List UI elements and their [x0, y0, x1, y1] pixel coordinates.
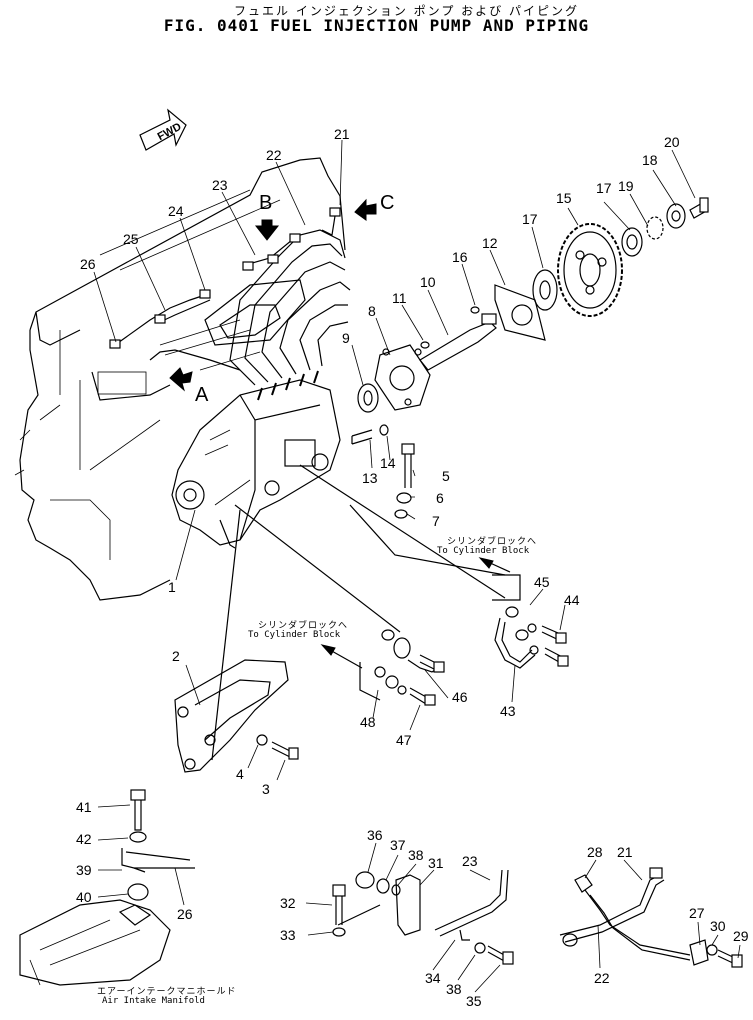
part-callout: 35	[466, 993, 482, 1009]
view-c-label: C	[380, 192, 395, 214]
part-callout: 11	[392, 290, 407, 306]
part-callout: 18	[642, 152, 658, 168]
part-callout: 23	[462, 853, 478, 869]
part-callout: 25	[123, 231, 139, 247]
right-pipe-detail	[559, 867, 743, 968]
part-callout: 19	[618, 178, 634, 194]
part-callout: 42	[76, 831, 92, 847]
view-a-label: A	[195, 384, 209, 406]
part-callout: 24	[168, 203, 184, 219]
part-callout: 21	[617, 844, 633, 860]
part-callout: 3	[262, 781, 270, 797]
part-callout: 48	[360, 714, 376, 730]
part-callout: 9	[342, 330, 350, 346]
return-pipe-group	[234, 464, 569, 669]
part-callout: 1	[168, 579, 176, 595]
part-callout: 15	[556, 190, 572, 206]
part-callout: 5	[442, 468, 450, 484]
part-callout: 30	[710, 918, 726, 934]
part-callout: 27	[689, 905, 705, 921]
part-callout: 8	[368, 303, 376, 319]
part-callout: 22	[594, 970, 610, 986]
part-callout: 40	[76, 889, 92, 905]
part-callout: 38	[446, 981, 462, 997]
part-callout: 39	[76, 862, 92, 878]
part-callout: 36	[367, 827, 383, 843]
part-callout: 41	[76, 799, 92, 815]
part-callout: 17	[596, 180, 612, 196]
part-callout: 23	[212, 177, 228, 193]
drive-gear	[557, 197, 709, 317]
view-c-arrow	[354, 198, 377, 221]
part-callout: 43	[500, 703, 516, 719]
part-callout: 26	[177, 906, 193, 922]
part-callout: 33	[280, 927, 296, 943]
view-b-label: B	[259, 192, 273, 214]
part-callout: 2	[172, 648, 180, 664]
part-callout: 10	[420, 274, 436, 290]
part-callout: 14	[380, 455, 396, 471]
title-japanese: フュエル インジェクション ポンプ および パイピング	[234, 4, 579, 18]
callout-leaders	[93, 139, 741, 993]
part-callout: 21	[334, 126, 350, 142]
figure-title: FIG. 0401 FUEL INJECTION PUMP AND PIPING	[163, 16, 590, 35]
part-callout: 20	[664, 134, 680, 150]
manifold-detail	[19, 789, 195, 986]
part-callout: 13	[362, 470, 378, 486]
part-callout: 37	[390, 837, 406, 853]
note-manifold-jp: エアーインテークマニホールド	[97, 987, 237, 997]
cylinder-head-detail	[159, 279, 306, 371]
note-cylinder-block-jp: シリンダブロックへ	[447, 537, 538, 547]
leader-arrows	[320, 557, 511, 669]
fuel-lines	[109, 207, 341, 371]
part-callout: 22	[266, 147, 282, 163]
bracket-fittings	[359, 629, 445, 706]
part-callout: 28	[587, 844, 603, 860]
part-callout: 7	[432, 513, 440, 529]
note-cylinder-block-2-en: To Cylinder Block	[248, 630, 341, 640]
drive-assembly	[351, 269, 558, 445]
part-callout: 45	[534, 574, 550, 590]
pump-bracket	[174, 509, 299, 773]
part-callout: 29	[733, 928, 749, 944]
lower-pipe-detail	[332, 869, 514, 965]
part-callout: 31	[428, 855, 444, 871]
injection-pipes	[229, 229, 351, 386]
part-callout: 4	[236, 766, 244, 782]
view-a-arrow	[169, 367, 193, 392]
fwd-arrow	[139, 108, 187, 151]
injection-pump	[171, 370, 341, 549]
part-callout: 17	[522, 211, 538, 227]
note-cylinder-block-en: To Cylinder Block	[437, 546, 530, 556]
part-callout: 6	[436, 490, 444, 506]
part-callout: 34	[425, 970, 441, 986]
part-callout: 26	[80, 256, 96, 272]
engine-block-outline	[14, 157, 346, 601]
note-cylinder-block-2-jp: シリンダブロックへ	[258, 621, 349, 631]
note-manifold-en: Air Intake Manifold	[102, 996, 205, 1006]
part-callout: 47	[396, 732, 412, 748]
part-callout: 44	[564, 592, 580, 608]
pump-bolts	[394, 443, 415, 519]
view-b-arrow	[254, 219, 280, 241]
part-callout: 46	[452, 689, 468, 705]
part-callout: 16	[452, 249, 468, 265]
part-callout: 32	[280, 895, 296, 911]
part-callout: 38	[408, 847, 424, 863]
part-callout: 12	[482, 235, 498, 251]
